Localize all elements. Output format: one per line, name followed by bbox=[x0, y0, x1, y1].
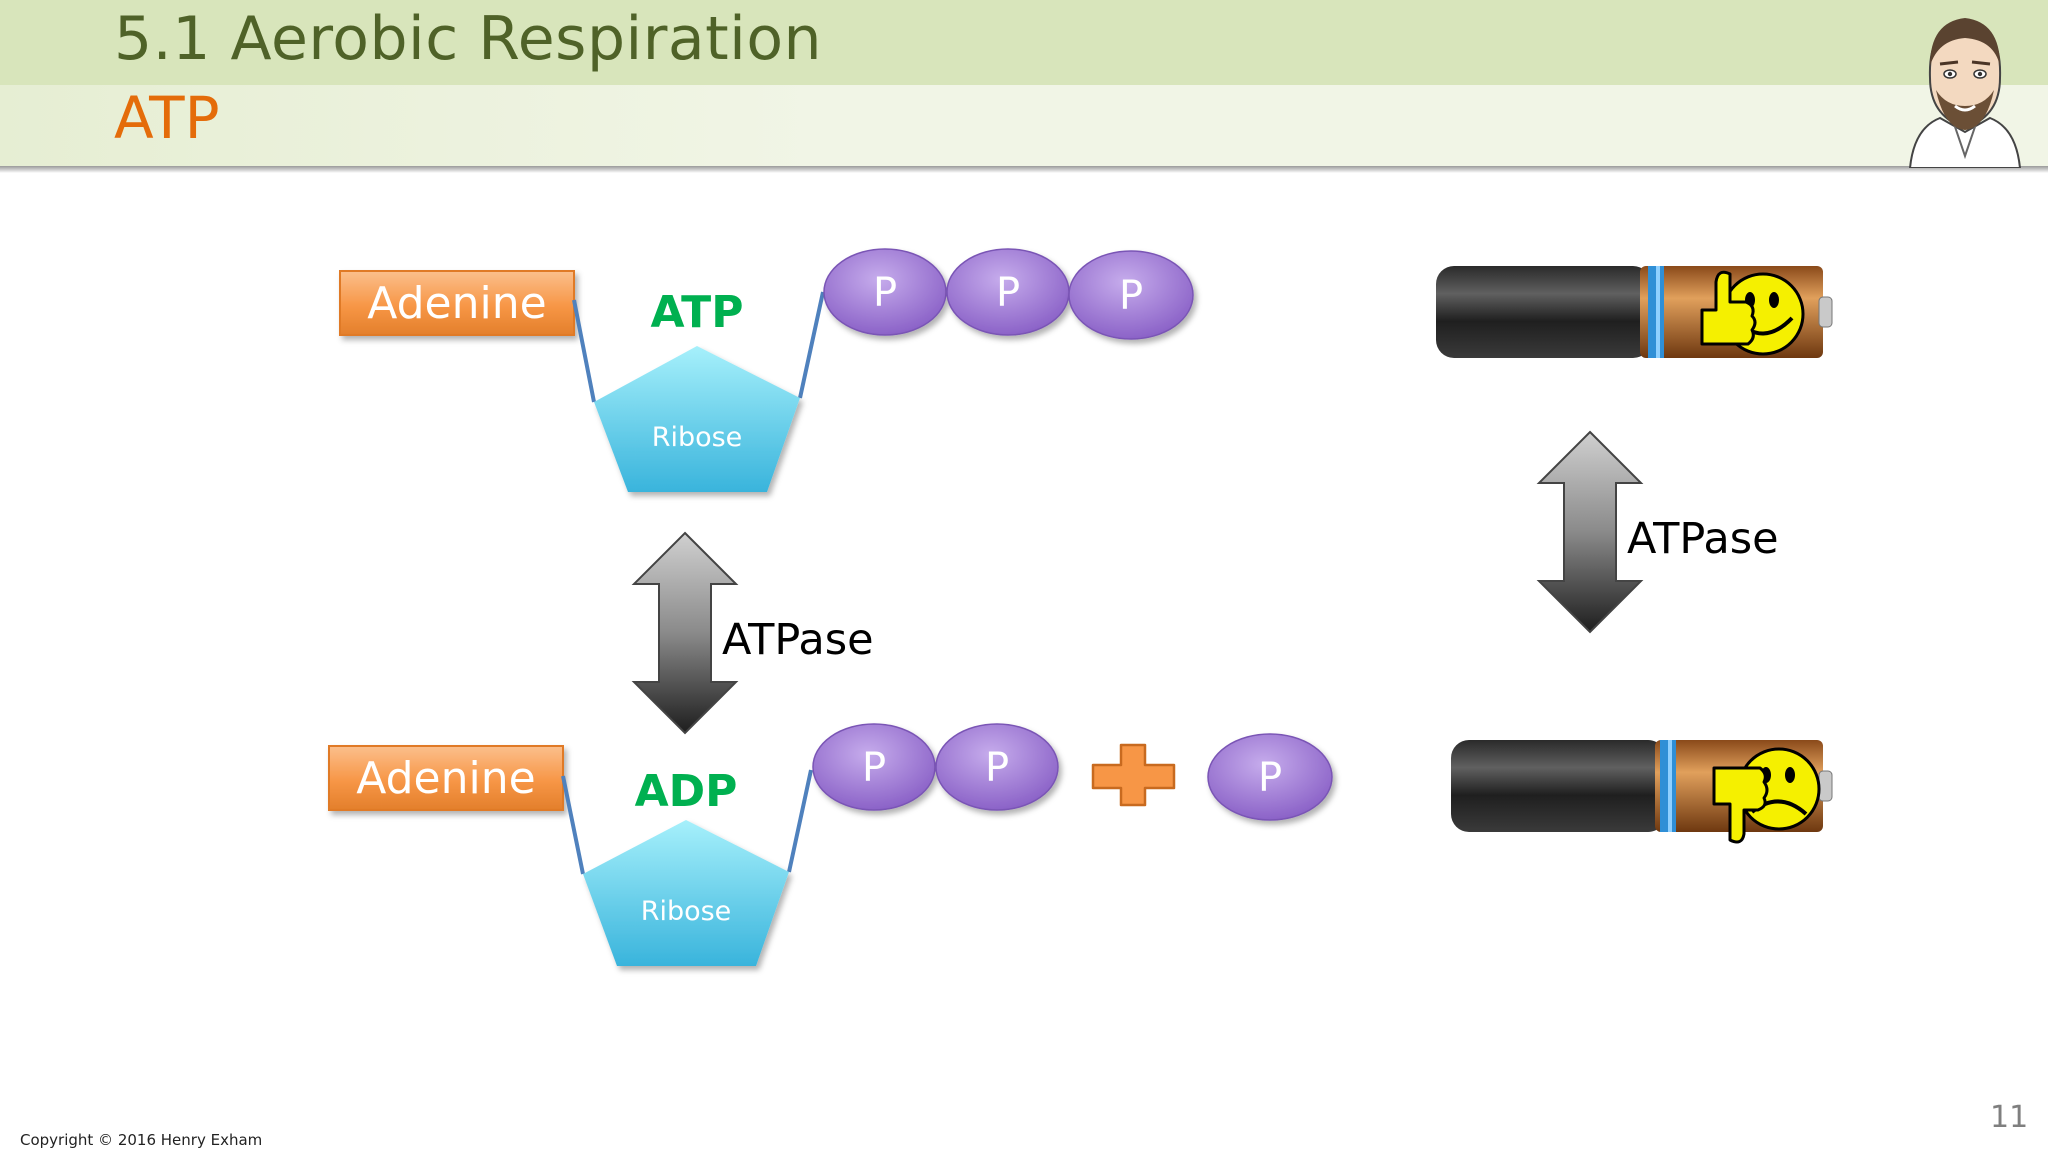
adp-ribose-pentagon bbox=[583, 820, 789, 966]
adp-phosphate-2-label: P bbox=[985, 745, 1009, 791]
adp-molecule: Adenine Ribose ADP P P P bbox=[328, 723, 1333, 966]
adp-adenine-label: Adenine bbox=[356, 753, 535, 804]
plus-sign-icon bbox=[1091, 743, 1176, 807]
atp-phosphate-3 bbox=[1068, 250, 1194, 340]
free-phosphate-label: P bbox=[1258, 755, 1282, 801]
atp-phosphate-1 bbox=[823, 248, 947, 336]
teacher-avatar-icon bbox=[1908, 18, 2022, 168]
atp-backbone-line bbox=[572, 291, 825, 403]
atp-adenine-label: Adenine bbox=[367, 278, 546, 329]
atp-ribose-pentagon bbox=[594, 346, 800, 492]
header-divider bbox=[0, 166, 2048, 173]
adp-phosphate-1-label: P bbox=[862, 745, 886, 791]
adp-backbone-line bbox=[561, 769, 813, 875]
atp-molecule-label: ATP bbox=[651, 287, 744, 338]
free-phosphate bbox=[1207, 733, 1333, 821]
adp-phosphate-2 bbox=[935, 723, 1059, 811]
slide-title: 5.1 Aerobic Respiration bbox=[114, 4, 823, 74]
header-band bbox=[0, 0, 2048, 85]
subheader-band bbox=[0, 85, 2048, 166]
copyright-notice: Copyright © 2016 Henry Exham bbox=[20, 1131, 263, 1149]
adp-phosphate-1 bbox=[812, 723, 936, 811]
right-double-arrow-icon bbox=[1536, 430, 1644, 634]
atp-phosphate-3-label: P bbox=[1119, 273, 1143, 319]
atp-phosphate-1-label: P bbox=[873, 270, 897, 316]
atp-adenine-box bbox=[339, 270, 575, 336]
discharged-battery-icon bbox=[1451, 740, 1833, 844]
atp-phosphate-2-label: P bbox=[996, 270, 1020, 316]
atp-molecule: Adenine Ribose ATP P P P bbox=[339, 248, 1194, 492]
left-atpase-label: ATPase bbox=[722, 615, 874, 665]
atp-ribose-label: Ribose bbox=[652, 422, 743, 453]
adp-ribose-label: Ribose bbox=[641, 896, 732, 927]
left-double-arrow-icon bbox=[631, 531, 739, 735]
slide-number: 11 bbox=[1990, 1100, 2029, 1135]
adp-adenine-box bbox=[328, 745, 564, 811]
right-atpase-label: ATPase bbox=[1627, 514, 1779, 564]
charged-battery-icon bbox=[1436, 266, 1833, 358]
slide-subtitle: ATP bbox=[114, 84, 220, 152]
adp-molecule-label: ADP bbox=[635, 766, 738, 817]
